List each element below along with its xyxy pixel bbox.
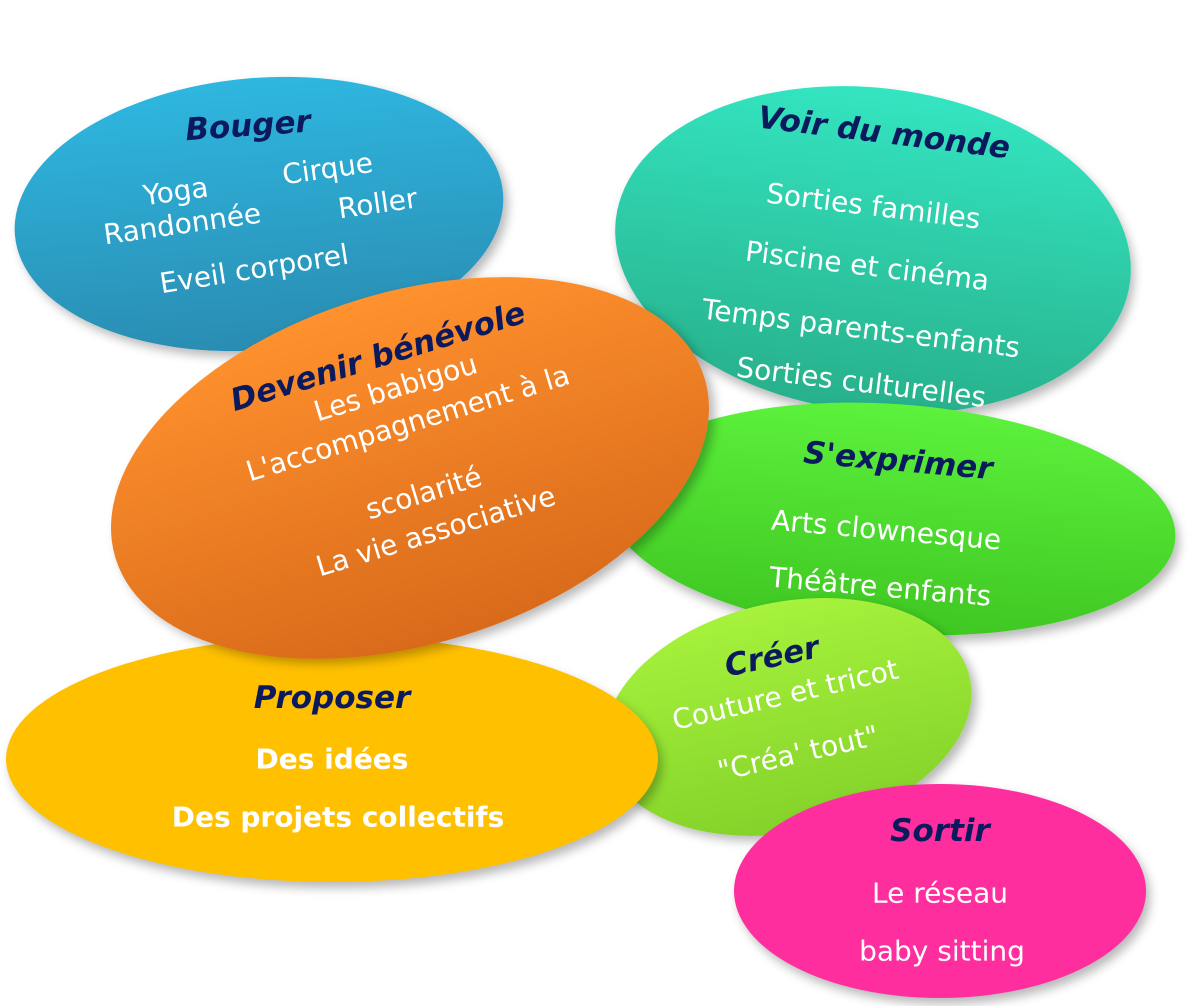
bubble-item: baby sitting	[859, 934, 1025, 968]
bubble-sortir	[734, 784, 1146, 998]
bubble-title-proposer: Proposer	[253, 679, 411, 716]
bubble-proposer	[6, 636, 658, 882]
bubble-item: Le réseau	[871, 876, 1009, 910]
bubble-item: Des projets collectifs	[171, 800, 505, 834]
bubble-item: Des idées	[255, 742, 409, 776]
bubble-title-sortir: Sortir	[890, 812, 990, 849]
